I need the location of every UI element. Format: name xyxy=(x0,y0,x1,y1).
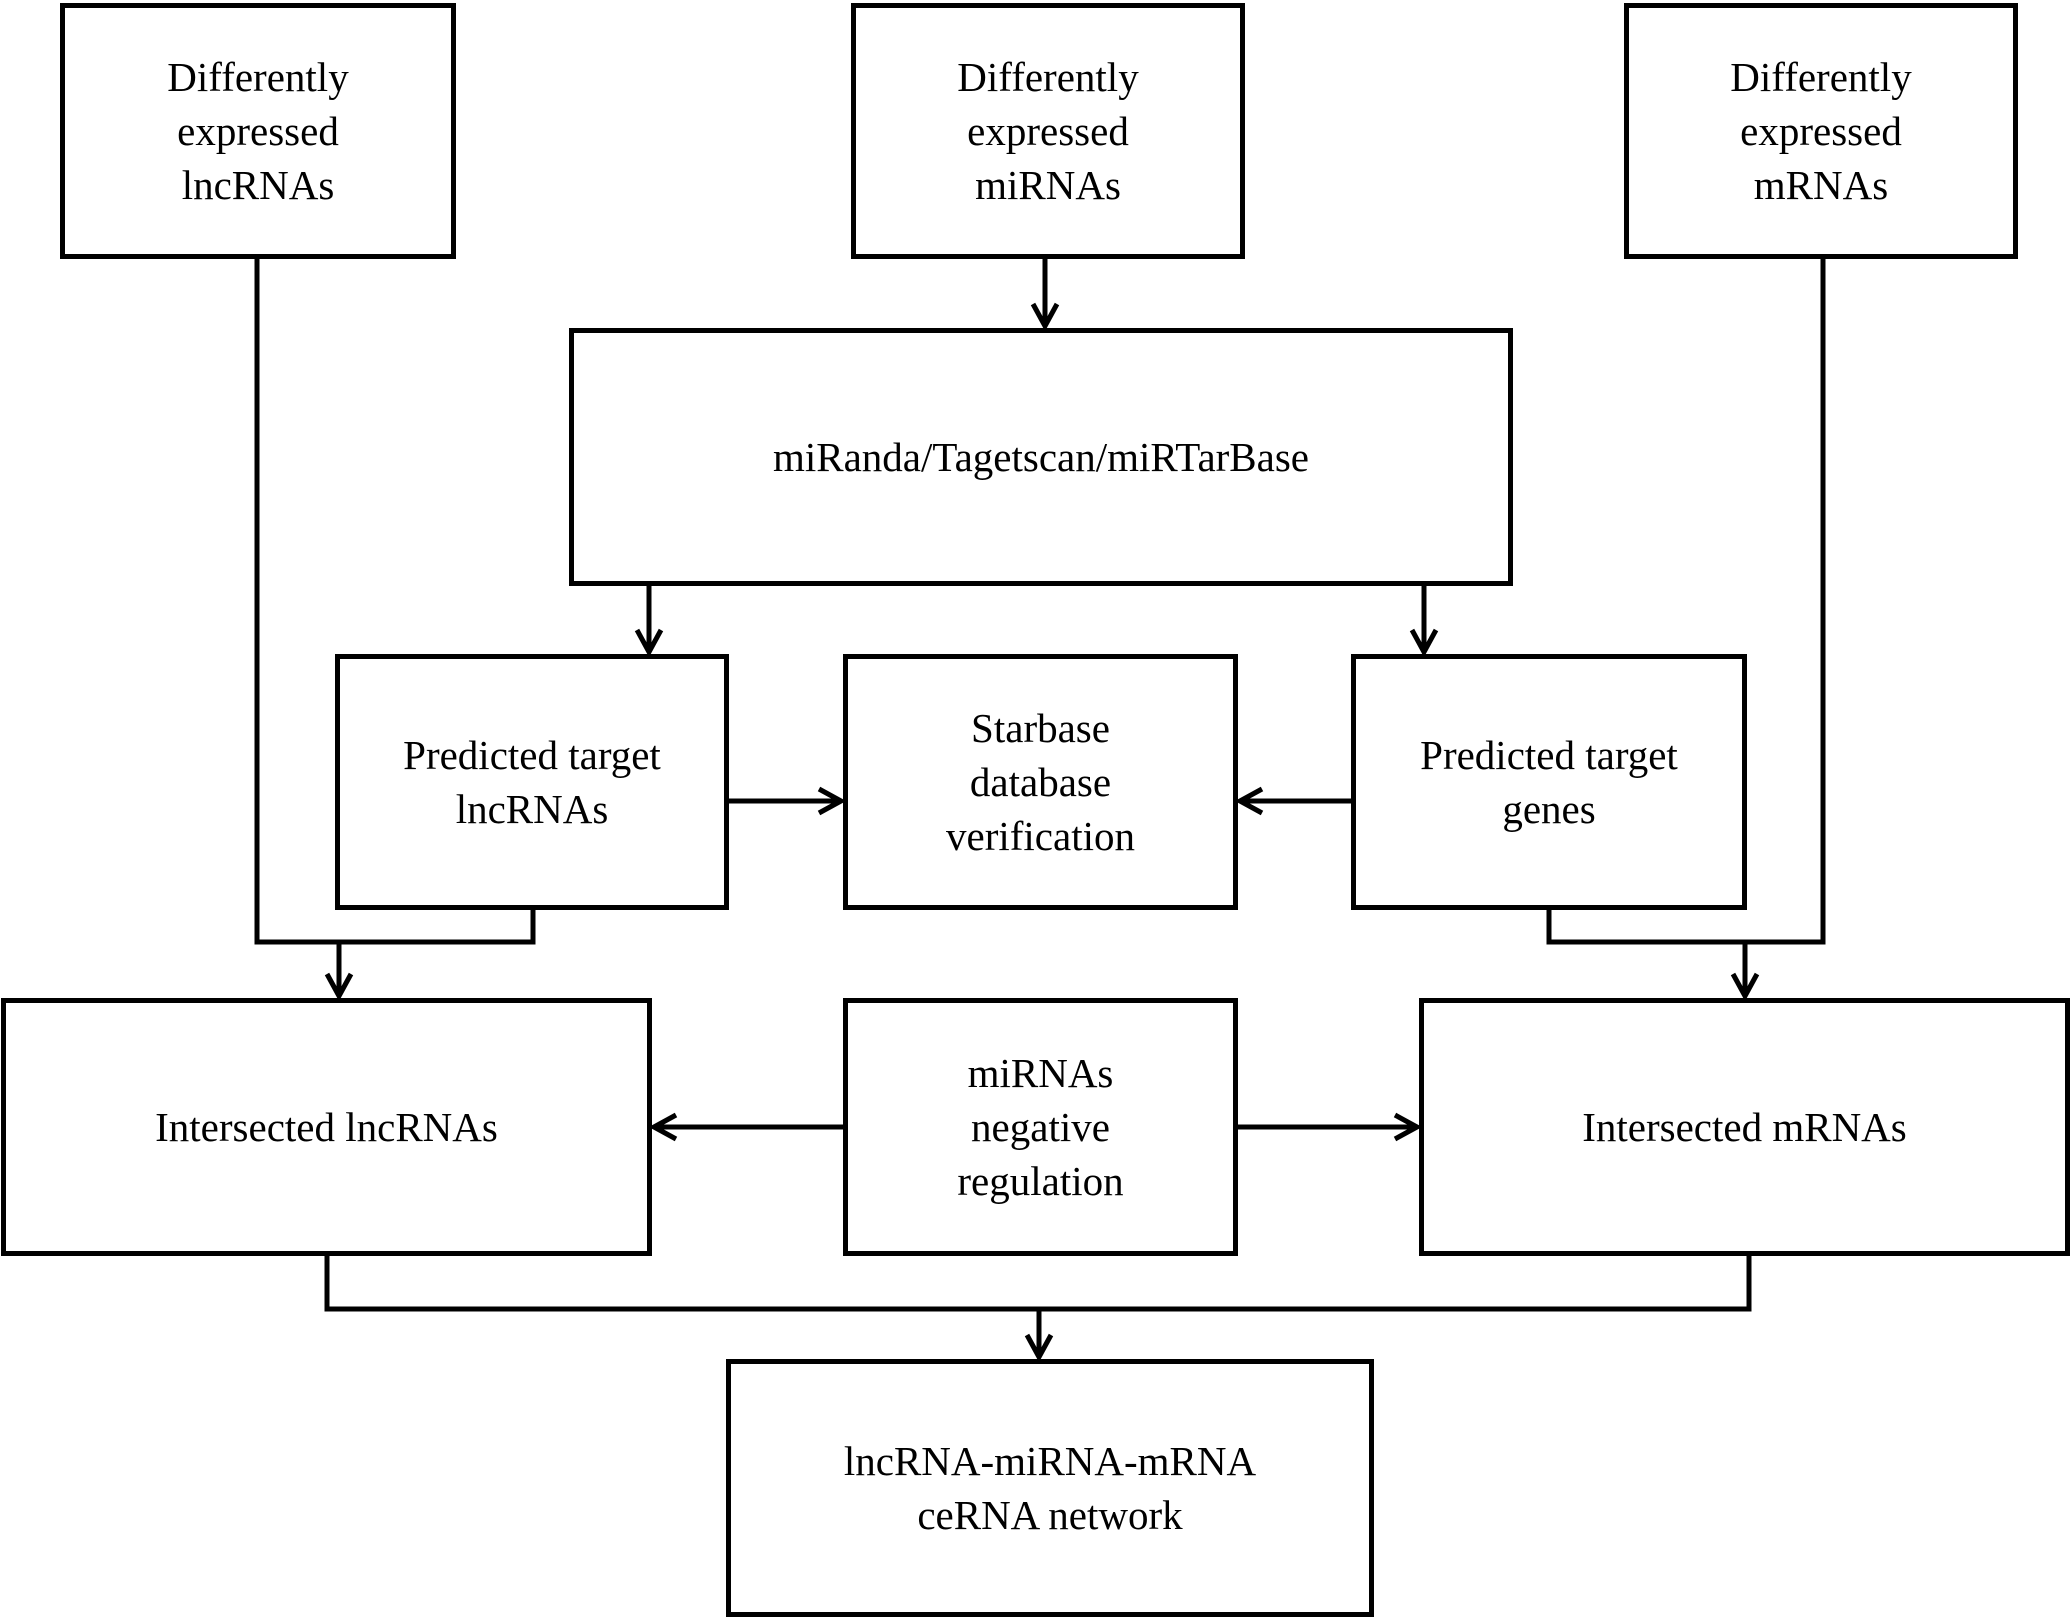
edge-de-mrnas-merge xyxy=(1546,259,1826,945)
node-de-mrnas: Differently expressed mRNAs xyxy=(1624,3,2018,259)
edge-intersected-merge xyxy=(324,1256,1752,1312)
node-cerna-network: lncRNA-miRNA-mRNA ceRNA network xyxy=(726,1359,1374,1617)
node-label: lncRNA-miRNA-mRNA ceRNA network xyxy=(843,1438,1257,1538)
node-label: Predicted target lncRNAs xyxy=(403,732,661,832)
node-label: Differently expressed lncRNAs xyxy=(167,54,349,208)
node-intersected-lncrnas: Intersected lncRNAs xyxy=(1,998,652,1256)
node-label: Intersected lncRNAs xyxy=(155,1104,498,1150)
node-label: Differently expressed miRNAs xyxy=(957,54,1139,208)
edge-de-lncrnas-merge xyxy=(254,259,536,945)
node-de-mirnas: Differently expressed miRNAs xyxy=(851,3,1245,259)
node-negative-regulation: miRNAs negative regulation xyxy=(843,998,1238,1256)
node-label: Differently expressed mRNAs xyxy=(1730,54,1912,208)
node-label: Predicted target genes xyxy=(1420,732,1678,832)
node-prediction-tools: miRanda/Tagetscan/miRTarBase xyxy=(569,328,1513,586)
node-label: miRNAs negative regulation xyxy=(957,1050,1124,1204)
node-label: Intersected mRNAs xyxy=(1582,1104,1907,1150)
node-intersected-mrnas: Intersected mRNAs xyxy=(1419,998,2070,1256)
node-label: Starbase database verification xyxy=(946,705,1135,859)
node-starbase: Starbase database verification xyxy=(843,654,1238,910)
node-de-lncrnas: Differently expressed lncRNAs xyxy=(60,3,456,259)
node-predicted-genes: Predicted target genes xyxy=(1351,654,1747,910)
node-label: miRanda/Tagetscan/miRTarBase xyxy=(772,434,1310,480)
node-predicted-lncrnas: Predicted target lncRNAs xyxy=(335,654,729,910)
